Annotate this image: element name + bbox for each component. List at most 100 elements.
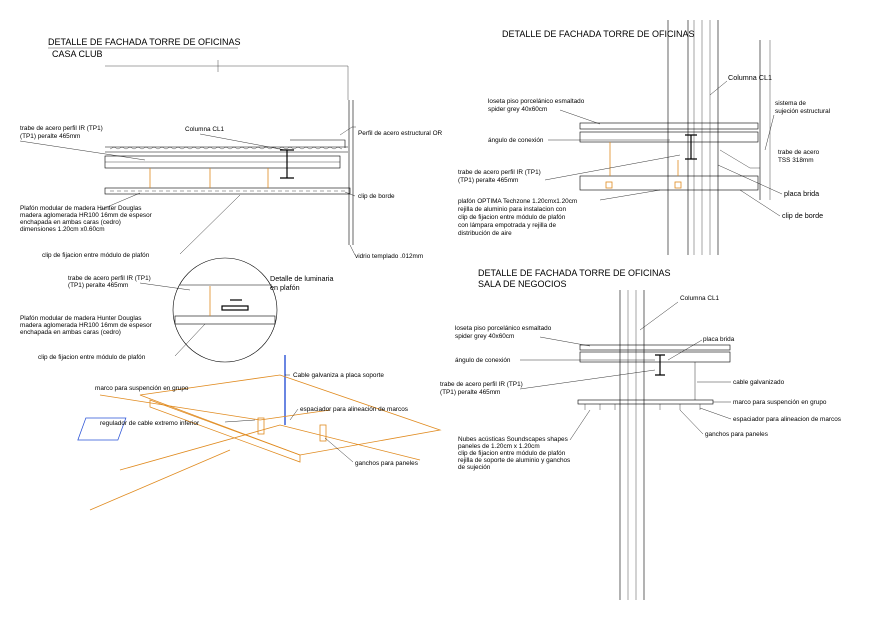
lum-label-trabe-1: trabe de acero perfil IR (TP1) (68, 275, 151, 282)
label-plafon-2: madera aglomerada HR100 16mm de espesor (20, 212, 153, 219)
label-clip-fijacion: clip de fijacion entre módulo de plafón (42, 252, 150, 259)
iso-clip-2 (319, 424, 327, 442)
tr-label-optima-3: clip de fijacion entre módulo de plafón (458, 214, 566, 221)
sn-label-nubes-4: rejilla de soporte de aluminio y ganchos (458, 457, 570, 464)
sn-label-nubes-5: de sujeción (458, 464, 491, 471)
tr-label-sistema-2: sujeción estructural (775, 108, 830, 115)
iso-label-espaciador: espaciador para alineación de marcos (300, 406, 408, 413)
leader-clip-borde (344, 191, 356, 197)
sn-leader-placa (667, 339, 703, 361)
ceiling-panel (104, 187, 351, 195)
tr-label-optima-4: con lámpara empotrada y rejilla de (458, 222, 556, 229)
tr-leader-optima (599, 189, 661, 201)
leader-vidrio (349, 244, 356, 256)
tr-label-loseta-1: loseta piso porcelánico esmaltado (488, 98, 585, 105)
casa-club-title: DETALLE DE FACHADA TORRE DE OFICINAS (48, 37, 241, 47)
iso-label-regulador: regulador de cable extremo inferior (100, 420, 200, 427)
label-trabe-1: trabe de acero perfil IR (TP1) (20, 125, 103, 132)
iso-leader-espaciador (289, 408, 299, 421)
iso-frame-bar-2 (89, 449, 231, 511)
sn-leader-espaciador (699, 407, 732, 420)
tr-label-sistema-1: sistema de (775, 100, 806, 107)
tr-label-angulo: ángulo de conexión (488, 137, 544, 144)
sn-label-nubes-1: Nubes acústicas Soundscapes shapes (458, 436, 568, 443)
tr-label-optima-5: distribución de aire (458, 230, 512, 237)
tr-slab (579, 122, 759, 130)
sn-title: DETALLE DE FACHADA TORRE DE OFICINAS (478, 268, 671, 278)
detail-sala-negocios: DETALLE DE FACHADA TORRE DE OFICINAS SAL… (440, 268, 841, 600)
slab-texture (109, 146, 343, 150)
label-columna: Columna CL1 (185, 126, 225, 133)
sn-deck (579, 351, 731, 363)
leader-plafon (99, 192, 141, 211)
casa-club-subtitle: CASA CLUB (52, 49, 103, 59)
label-trabe-2: (TP1) peralte 465mm (20, 133, 80, 140)
tr-leader-columna (709, 80, 728, 96)
sn-leader-nubes (569, 409, 591, 441)
lum-label-plafon-2: madera aglomerada HR100 16mm de espesor (20, 322, 153, 329)
tr-clip-1 (605, 181, 613, 189)
sn-subtitle: SALA DE NEGOCIOS (478, 279, 567, 289)
sn-label-angulo: ángulo de conexión (455, 357, 511, 364)
torre-title: DETALLE DE FACHADA TORRE DE OFICINAS (502, 29, 695, 39)
iso-plate (77, 417, 127, 441)
iso-label-marco: marco para suspención en grupo (95, 385, 189, 392)
iso-frame-bar-1 (119, 424, 421, 471)
tr-label-optima-1: plafón OPTIMA Techzone 1.20cmx1.20cm (458, 198, 577, 205)
detail-luminaria: Detalle de luminaria en plafón trabe de … (20, 257, 334, 363)
tr-label-trabe-acero-2: TSS 318mm (778, 157, 814, 164)
tr-leader-sistema (764, 114, 775, 151)
detail-torre-oficinas: DETALLE DE FACHADA TORRE DE OFICINAS Col… (458, 20, 830, 255)
facade-profile (290, 139, 346, 148)
leader-trabe (19, 140, 146, 161)
tr-label-placa: placa brida (784, 189, 819, 198)
sn-label-loseta-2: spider grey 40x60cm (455, 333, 514, 340)
sn-leader-ganchos (679, 409, 704, 435)
tr-label-trabe-2: (TP1) peralte 465mm (458, 177, 518, 184)
sn-label-nubes-2: paneles de 1.20cm x 1.20cm (458, 443, 540, 450)
tr-label-trabe-1: trabe de acero perfil IR (TP1) (458, 169, 541, 176)
sn-i-beam (655, 354, 665, 376)
detail-casa-club: DETALLE DE FACHADA TORRE DE OFICINAS CAS… (19, 37, 443, 260)
lum-label-clip: clip de fijacion entre módulo de plafón (38, 354, 146, 361)
label-vidrio: vidrio templado .012mm (355, 253, 423, 260)
iso-label-cable: Cable galvaniza a placa soporte (293, 372, 384, 379)
sn-label-ganchos: ganchos para paneles (705, 431, 768, 438)
sn-label-nubes-3: clip de fijacion entre módulo de plafón (458, 450, 566, 457)
sn-label-columna: Columna CL1 (680, 295, 720, 302)
i-beam-section (280, 149, 294, 179)
sn-label-trabe-1: trabe de acero perfil IR (TP1) (440, 381, 523, 388)
sn-label-espaciador: espaciador para alineacion de marcos (733, 416, 841, 423)
lum-leader-clip (174, 323, 206, 357)
tr-i-beam (685, 134, 697, 160)
lum-label-plafon-1: Plafón modular de madera Hunter Douglas (20, 315, 142, 322)
lum-label-plafon-3: enchapada en ambas caras (cedro) (20, 329, 121, 336)
iso-panel (139, 374, 442, 456)
iso-frame-bar-3 (99, 394, 331, 421)
label-plafon-1: Plafón modular de madera Hunter Douglas (20, 205, 142, 212)
iso-panel-edge (149, 399, 301, 463)
sn-label-cable: cable galvanizado (733, 379, 785, 386)
sn-leader-trabe (519, 369, 656, 390)
iso-leader-regulador (224, 419, 256, 423)
profile-bracket (339, 126, 356, 136)
iso-leader-ganchos (324, 437, 354, 463)
leader-clip-fijacion (179, 194, 241, 255)
tr-label-loseta-2: spider grey 40x60cm (488, 106, 547, 113)
label-perfil: Perfil de acero estructural OR (358, 130, 443, 137)
sn-hooks (584, 404, 701, 410)
tr-label-columna: Columna CL1 (728, 73, 772, 82)
detail-isometric: Cable galvaniza a placa soporte marco pa… (77, 355, 442, 511)
lum-label-trabe-2: (TP1) peralte 465mm (68, 282, 128, 289)
tr-bracket (719, 149, 760, 169)
label-clip-borde: clip de borde (358, 193, 395, 200)
label-plafon-4: dimensiones 1.20cm x0.60cm (20, 226, 105, 233)
tr-label-trabe-acero-1: trabe de acero (778, 149, 820, 156)
sn-label-loseta-1: loseta piso porcelánico esmaltado (455, 325, 552, 332)
tr-label-clip-borde: clip de borde (782, 211, 823, 220)
sn-label-trabe-2: (TP1) peralte 465mm (440, 389, 500, 396)
lum-title-2: en plafón (270, 283, 300, 292)
tr-leader-loseta (559, 109, 601, 125)
iso-clip-1 (257, 417, 265, 435)
